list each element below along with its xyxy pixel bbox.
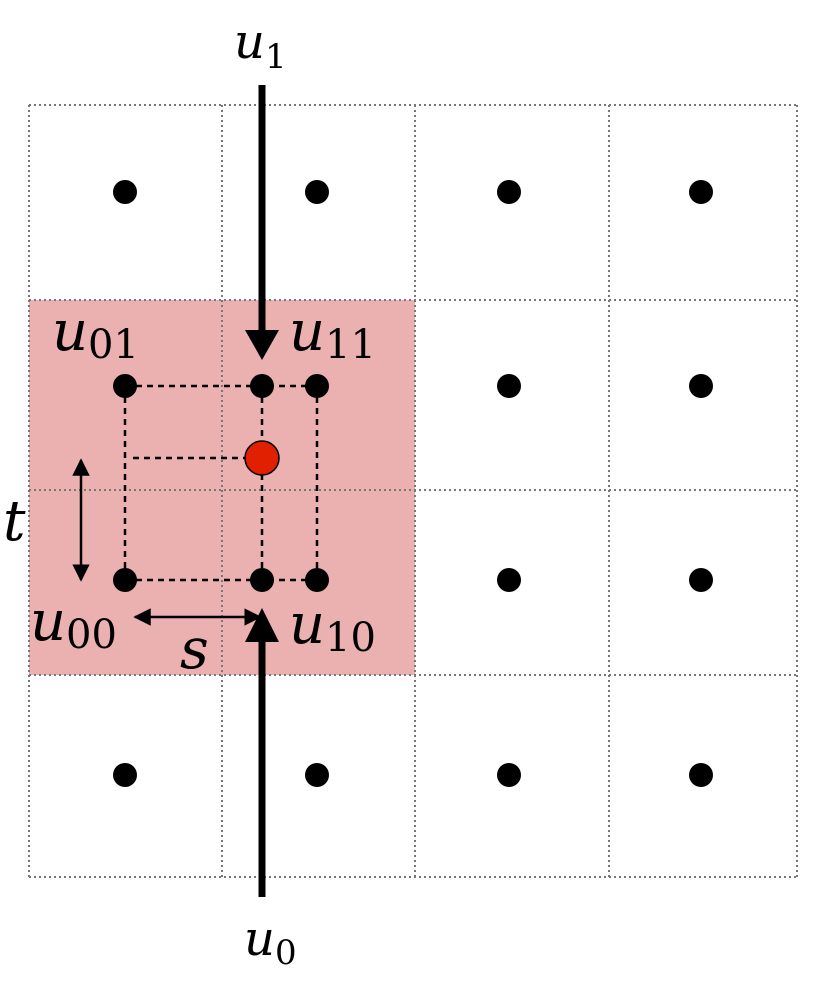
grid-point	[113, 763, 137, 787]
svg-text:10: 10	[325, 615, 376, 661]
grid-point	[497, 568, 521, 592]
grid-point	[497, 180, 521, 204]
label-u10: u 10	[289, 592, 376, 661]
cell-centers	[113, 180, 713, 787]
u1-arrow	[245, 85, 279, 360]
svg-text:u: u	[30, 589, 66, 654]
intermediate-points	[250, 374, 274, 592]
svg-text:u: u	[244, 911, 275, 967]
label-t: t	[3, 489, 26, 554]
label-u01: u 01	[52, 299, 139, 368]
grid-point	[497, 374, 521, 398]
grid-point	[305, 180, 329, 204]
svg-text:u: u	[289, 592, 325, 657]
grid-point	[689, 568, 713, 592]
grid-point	[689, 374, 713, 398]
svg-text:11: 11	[325, 322, 376, 368]
sample-point	[244, 440, 280, 476]
svg-text:01: 01	[88, 322, 139, 368]
bottom-intermediate-point	[250, 568, 274, 592]
svg-text:00: 00	[66, 612, 117, 658]
label-u00: u 00	[30, 589, 117, 658]
svg-text:u: u	[289, 299, 325, 364]
label-u0: u 0	[244, 911, 297, 973]
grid-point	[689, 180, 713, 204]
top-intermediate-point	[250, 374, 274, 398]
grid	[28, 104, 798, 878]
svg-text:0: 0	[275, 933, 297, 973]
label-u1: u 1	[234, 14, 287, 77]
svg-text:1: 1	[265, 37, 287, 77]
u0-arrow	[245, 608, 279, 897]
svg-text:u: u	[52, 299, 88, 364]
grid-point	[497, 763, 521, 787]
svg-text:u: u	[234, 14, 265, 70]
label-u11: u 11	[289, 299, 376, 368]
grid-point	[305, 763, 329, 787]
grid-point	[113, 180, 137, 204]
grid-point	[689, 763, 713, 787]
interpolation-lines	[123, 384, 319, 582]
label-s: s	[180, 617, 209, 682]
